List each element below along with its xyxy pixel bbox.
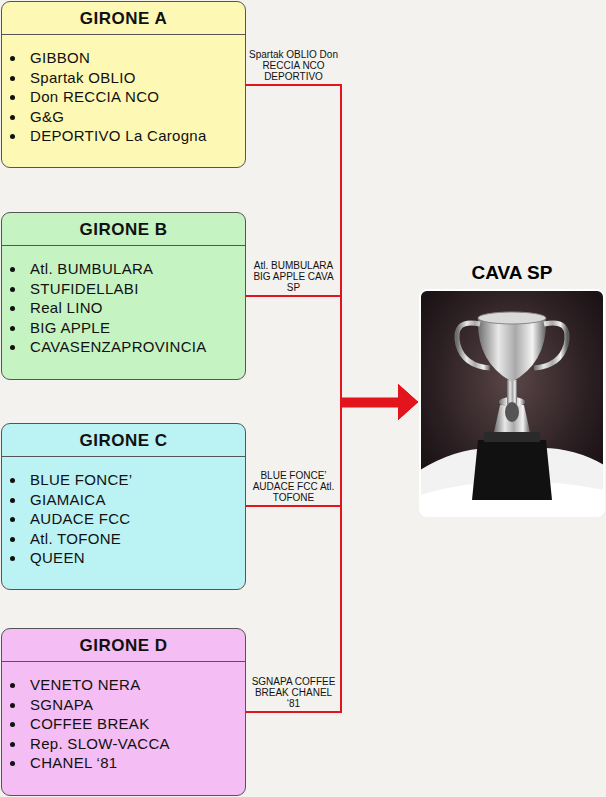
group-heading: GIRONE D <box>2 629 245 662</box>
team-name: Atl. TOFONE <box>30 530 121 547</box>
team-list: Atl. BUMBULARA STUFIDELLABI Real LINO BIG A… <box>2 246 245 365</box>
team-name: STUFIDELLABI <box>30 280 139 297</box>
bullet-dot <box>10 56 15 61</box>
winner-name: CAVA SP <box>420 262 604 284</box>
team-name: COFFEE BREAK <box>30 715 149 732</box>
trophy-box: CAVA SP <box>420 262 604 516</box>
bullet-dot <box>10 537 15 542</box>
bullet-dot <box>10 115 15 120</box>
team-row: CHANEL ‘81 <box>2 753 239 773</box>
team-row: GIBBON <box>2 48 239 68</box>
bullet-dot <box>10 134 15 139</box>
team-row: QUEEN <box>2 548 239 568</box>
bullet-dot <box>10 345 15 350</box>
team-name: Spartak OBLIO <box>30 69 136 86</box>
group-heading: GIRONE B <box>2 213 245 246</box>
bullet-dot <box>10 517 15 522</box>
qualified-teams: Spartak OBLIO Don RECCIA NCO DEPORTIVO <box>249 49 338 82</box>
bullet-dot <box>10 76 15 81</box>
team-name: BLUE FONCE’ <box>30 471 133 488</box>
team-name: Real LINO <box>30 299 103 316</box>
bracket-connector <box>246 402 418 712</box>
team-name: GIAMAICA <box>30 491 106 508</box>
team-row: Real LINO <box>2 298 239 318</box>
group-heading: GIRONE C <box>2 424 245 457</box>
bullet-dot <box>10 306 15 311</box>
team-name: VENETO NERA <box>30 676 141 693</box>
team-name: AUDACE FCC <box>30 510 131 527</box>
team-row: VENETO NERA <box>2 675 239 695</box>
team-row: BIG APPLE <box>2 318 239 338</box>
team-name: QUEEN <box>30 549 85 566</box>
bracket-connector <box>246 85 418 402</box>
bullet-dot <box>10 326 15 331</box>
team-row: Don RECCIA NCO <box>2 87 239 107</box>
group-box: GIRONE B Atl. BUMBULARA STUFIDELLABI Real L… <box>1 212 246 380</box>
team-name: GIBBON <box>30 49 90 66</box>
team-name: SGNAPA <box>30 696 93 713</box>
team-name: CAVASENZAPROVINCIA <box>30 338 207 355</box>
team-list: VENETO NERA SGNAPA COFFEE BREAK Rep. SLOW-V… <box>2 662 245 781</box>
bullet-dot <box>10 703 15 708</box>
bullet-dot <box>10 95 15 100</box>
team-list: BLUE FONCE’ GIAMAICA AUDACE FCC Atl. TOFONE… <box>2 457 245 576</box>
bullet-dot <box>10 761 15 766</box>
bullet-dot <box>10 498 15 503</box>
team-name: G&G <box>30 108 64 125</box>
bullet-dot <box>10 287 15 292</box>
team-name: CHANEL ‘81 <box>30 754 117 771</box>
team-row: Atl. TOFONE <box>2 529 239 549</box>
team-row: COFFEE BREAK <box>2 714 239 734</box>
team-list: GIBBON Spartak OBLIO Don RECCIA NCO G&G DEPO… <box>2 35 245 154</box>
team-row: STUFIDELLABI <box>2 279 239 299</box>
team-row: Atl. BUMBULARA <box>2 259 239 279</box>
team-row: GIAMAICA <box>2 490 239 510</box>
group-box: GIRONE C BLUE FONCE’ GIAMAICA AUDACE FCC Atl… <box>1 423 246 590</box>
team-row: Spartak OBLIO <box>2 68 239 88</box>
bullet-dot <box>10 683 15 688</box>
group-heading: GIRONE A <box>2 2 245 35</box>
group-box: GIRONE A GIBBON Spartak OBLIO Don RECCIA NC… <box>1 1 246 168</box>
team-name: Atl. BUMBULARA <box>30 260 153 277</box>
qualified-teams: BLUE FONCE’ AUDACE FCC Atl. TOFONE <box>249 470 338 503</box>
bullet-dot <box>10 556 15 561</box>
bullet-dot <box>10 742 15 747</box>
team-name: DEPORTIVO La Carogna <box>30 127 207 144</box>
team-row: AUDACE FCC <box>2 509 239 529</box>
team-row: SGNAPA <box>2 695 239 715</box>
team-name: BIG APPLE <box>30 319 110 336</box>
bullet-dot <box>10 722 15 727</box>
qualified-teams: Atl. BUMBULARA BIG APPLE CAVA SP <box>249 260 338 293</box>
qualified-teams: SGNAPA COFFEE BREAK CHANEL ‘81 <box>249 676 338 709</box>
bracket-connector <box>246 402 418 506</box>
team-row: CAVASENZAPROVINCIA <box>2 337 239 357</box>
team-name: Don RECCIA NCO <box>30 88 159 105</box>
bullet-dot <box>10 267 15 272</box>
team-name: Rep. SLOW-VACCA <box>30 735 170 752</box>
team-row: G&G <box>2 107 239 127</box>
team-row: BLUE FONCE’ <box>2 470 239 490</box>
team-row: Rep. SLOW-VACCA <box>2 734 239 754</box>
group-box: GIRONE D VENETO NERA SGNAPA COFFEE BREAK Rep… <box>1 628 246 796</box>
bracket-connector <box>246 296 418 402</box>
team-row: DEPORTIVO La Carogna <box>2 126 239 146</box>
bullet-dot <box>10 478 15 483</box>
